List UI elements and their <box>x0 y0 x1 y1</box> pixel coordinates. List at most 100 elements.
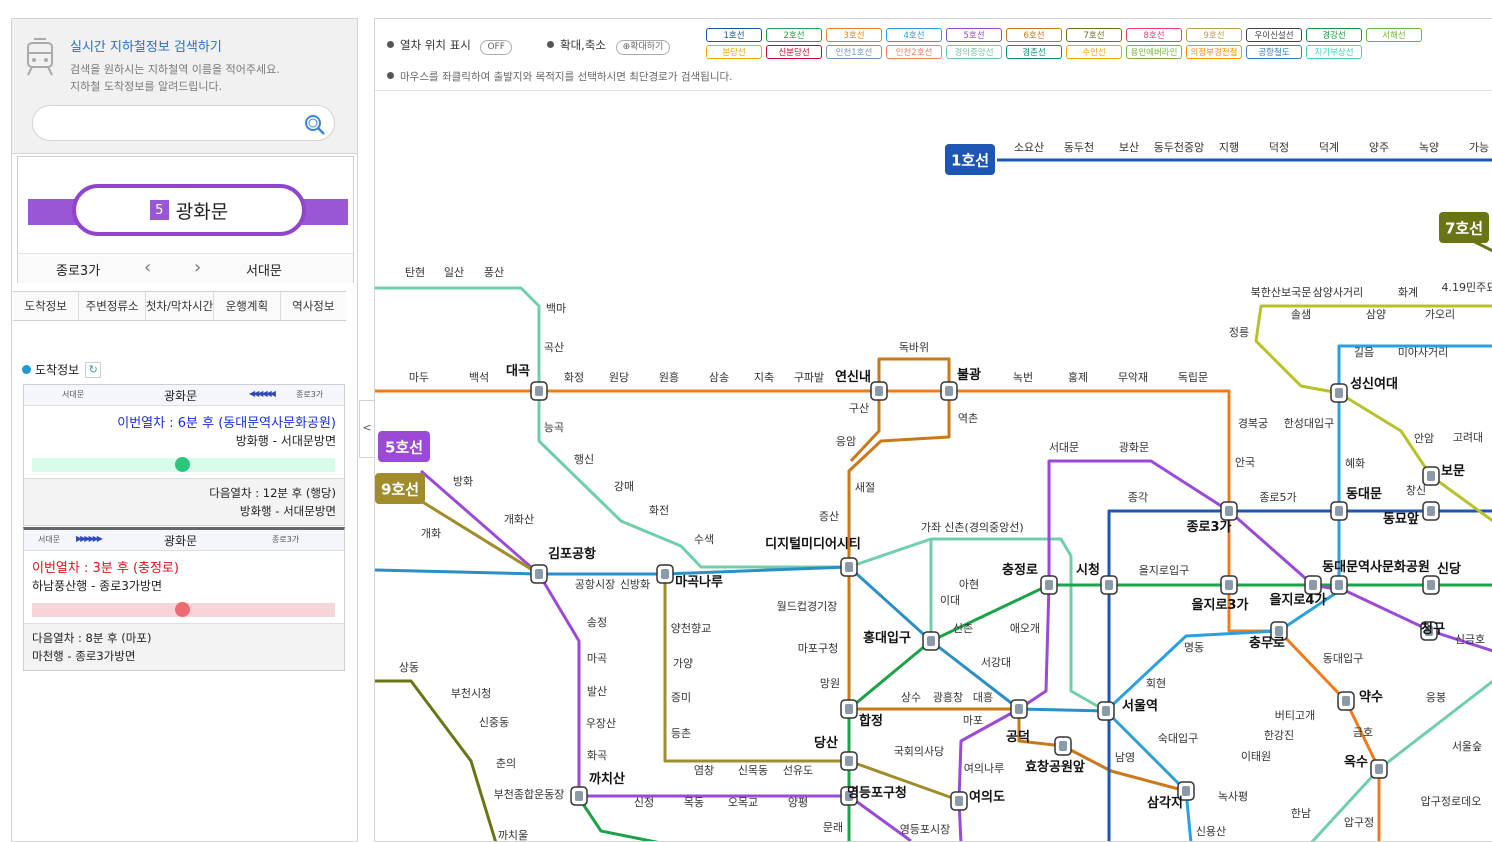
station-label: 창신 <box>1406 484 1426 497</box>
line-chip-14[interactable]: 인천1호선 <box>826 45 882 59</box>
station-label: 디지털미디어시티 <box>765 536 861 552</box>
line-chip-12[interactable]: 분당선 <box>706 45 762 59</box>
line-badge-2 <box>378 431 430 462</box>
line-6-path <box>847 357 951 761</box>
station-label: 종로3가 <box>1187 520 1232 535</box>
line-chip-16[interactable]: 경의중앙선 <box>946 45 1002 59</box>
line-chip-7[interactable]: 8호선 <box>1126 28 1182 42</box>
line-chip-21[interactable]: 공항철도 <box>1246 45 1302 59</box>
station-label: 부천종합운동장 <box>494 787 565 801</box>
station-label: 개화 <box>421 527 441 540</box>
line-chip-18[interactable]: 수인선 <box>1066 45 1122 59</box>
tab-nearby-stops[interactable]: 주변정류소 <box>79 292 146 320</box>
train-destination: 하남풍산행 - 종로3가방면 <box>32 579 162 593</box>
line-chip-2[interactable]: 3호선 <box>826 28 882 42</box>
transfer-station-dot <box>845 704 853 714</box>
line-chip-13[interactable]: 신분당선 <box>766 45 822 59</box>
chevron-left-icon[interactable]: ‹ <box>144 257 152 278</box>
station-search-input[interactable] <box>32 105 335 141</box>
station-label: 일산 <box>444 265 464 279</box>
arrival-heading-label: 도착정보 <box>35 363 80 377</box>
transfer-station-dot <box>1335 388 1343 398</box>
station-label: 까치울 <box>498 829 528 841</box>
station-label: 화전 <box>649 504 669 517</box>
transfer-station-dot <box>1059 741 1067 751</box>
tab-schedule[interactable]: 운행계획 <box>214 292 281 320</box>
transfer-station-dot <box>1375 764 1383 774</box>
bullet-icon <box>387 72 394 79</box>
line-chip-6[interactable]: 7호선 <box>1066 28 1122 42</box>
station-label: 연신내 <box>835 369 871 385</box>
line-badge-label: 1호선 <box>951 152 989 170</box>
station-label: 길음 <box>1354 346 1374 359</box>
station-label: 월드컵경기장 <box>777 600 838 613</box>
station-label: 국회의사당 <box>894 745 945 758</box>
line-chip-5[interactable]: 6호선 <box>1006 28 1062 42</box>
zoom-in-button[interactable]: ⊕확대하기 <box>615 40 671 55</box>
chevron-right-icon[interactable]: › <box>194 257 202 278</box>
collapse-panel-button[interactable]: < <box>359 400 375 458</box>
direction-right-icon: ▶▶▶▶▶▶ <box>76 534 103 543</box>
station-label: 염창 <box>694 764 714 777</box>
line-badge-label: 7호선 <box>1445 220 1483 238</box>
transfer-station-dot <box>1182 786 1190 796</box>
train-position-toggle[interactable]: OFF <box>480 40 512 55</box>
line-chip-3[interactable]: 4호선 <box>886 28 942 42</box>
line-chip-1[interactable]: 2호선 <box>766 28 822 42</box>
station-label: 신목동 <box>738 764 768 777</box>
prev-station-link[interactable]: 종로3가 <box>56 264 101 279</box>
line-chip-4[interactable]: 5호선 <box>946 28 1002 42</box>
line-1-central-path <box>1107 509 1492 841</box>
refresh-icon[interactable]: ↻ <box>85 361 102 378</box>
from-station: 서대문 <box>62 390 85 399</box>
transfer-station-dot <box>1427 471 1435 481</box>
next-station-link[interactable]: 서대문 <box>246 264 282 279</box>
line-chip-17[interactable]: 경춘선 <box>1006 45 1062 59</box>
station-label: 수색 <box>694 533 714 546</box>
to-station: 종로3가 <box>296 390 324 399</box>
zoom-button-label: 확대하기 <box>630 42 664 52</box>
station-label: 여의도 <box>969 789 1005 805</box>
transfer-station-dot <box>1342 696 1350 706</box>
tab-first-last-train[interactable]: 첫차/막차시간 <box>145 292 215 320</box>
station-label: 강매 <box>614 480 634 493</box>
direction-header: 서대문 ▶▶▶▶▶▶ 광화문 종로3가 <box>24 530 344 551</box>
station-label: 송정 <box>587 616 607 629</box>
tab-station-info[interactable]: 역사정보 <box>280 292 346 320</box>
tab-arrival[interactable]: 도착정보 <box>13 292 80 320</box>
line-chip-9[interactable]: 우이신설선 <box>1246 28 1302 42</box>
train-position-marker <box>175 602 190 617</box>
transfer-station-dot <box>1335 506 1343 516</box>
station-label: 영등포구청 <box>847 785 907 801</box>
station-label: 종각 <box>1128 491 1148 504</box>
line-badge-3 <box>375 473 425 504</box>
station-label: 서대문 <box>1049 441 1079 454</box>
line-chip-20[interactable]: 의정부경전철 <box>1186 45 1242 59</box>
line-chip-15[interactable]: 인천2호선 <box>886 45 942 59</box>
station-label: 김포공항 <box>548 546 596 562</box>
zoom-control: 확대,축소 ⊕확대하기 <box>547 37 671 55</box>
transfer-station-dot <box>875 386 883 396</box>
line-chip-22[interactable]: 지기부상선 <box>1306 45 1362 59</box>
line-chip-0[interactable]: 1호선 <box>706 28 762 42</box>
search-icon[interactable] <box>304 114 326 136</box>
line-chip-8[interactable]: 9호선 <box>1186 28 1242 42</box>
station-label: 응암 <box>836 435 856 448</box>
line-chip-19[interactable]: 용인에버라인 <box>1126 45 1182 59</box>
current-station: 광화문 <box>164 389 198 403</box>
station-label: 등촌 <box>671 727 691 740</box>
station-label: 화곡 <box>587 749 607 762</box>
line-2-branch-path <box>579 800 659 841</box>
line-9-path <box>420 499 962 803</box>
station-label: 백석 <box>469 371 489 384</box>
line-chip-10[interactable]: 경강선 <box>1306 28 1362 42</box>
map-controls: 열차 위치 표시 OFF 확대,축소 ⊕확대하기 마우스를 좌클릭하여 출발지와… <box>375 19 1492 91</box>
station-label: 을지로입구 <box>1139 564 1190 577</box>
station-label: 삼양 <box>1366 308 1386 321</box>
search-title: 실시간 지하철정보 검색하기 <box>70 40 222 55</box>
current-station: 광화문 <box>164 534 198 548</box>
line-chip-11[interactable]: 서해선 <box>1366 28 1422 42</box>
station-label: 명동 <box>1184 641 1204 654</box>
train-icon <box>27 38 53 76</box>
